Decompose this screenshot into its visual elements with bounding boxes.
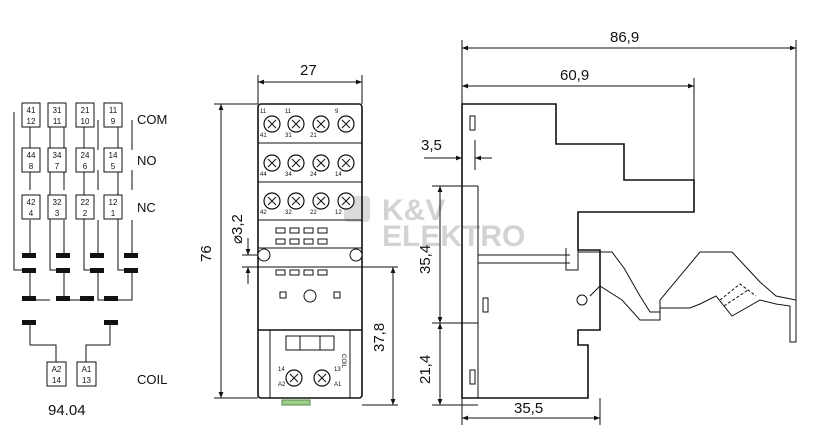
dim-mid-60-9: 60,9: [560, 67, 589, 84]
dim-width-27: 27: [300, 62, 317, 79]
schematic-contacts: [22, 253, 138, 325]
svg-text:31: 31: [285, 133, 292, 139]
no-t1-a: 44: [27, 151, 36, 160]
svg-text:12: 12: [335, 210, 342, 216]
com-t1-b: 12: [27, 117, 36, 126]
com-t2-b: 11: [53, 117, 62, 126]
coil-terminals: A2 14 A1 13: [46, 361, 97, 387]
dim-height-35-4: 35,4: [417, 245, 434, 274]
label-nc: NC: [137, 200, 156, 215]
front-coil-label: COIL: [340, 354, 346, 369]
svg-text:22: 22: [310, 210, 317, 216]
nc-t2-a: 32: [53, 198, 62, 207]
svg-text:11: 11: [285, 109, 292, 115]
watermark-line1: K&V: [382, 194, 445, 227]
nc-t1-b: 4: [29, 209, 34, 218]
svg-text:41: 41: [260, 133, 267, 139]
nc-t2-b: 3: [55, 209, 60, 218]
svg-text:9: 9: [335, 109, 339, 115]
front-view: [214, 75, 398, 406]
coil-t2-b: 13: [82, 376, 91, 385]
nc-t1-a: 42: [27, 198, 36, 207]
dim-total-86-9: 86,9: [610, 29, 639, 46]
coil-t1-a: A2: [52, 365, 62, 374]
dim-lower-37-8: 37,8: [371, 323, 388, 352]
no-t3-a: 24: [81, 151, 90, 160]
svg-text:11: 11: [260, 109, 267, 115]
no-t1-b: 8: [29, 162, 34, 171]
no-t4-a: 14: [109, 151, 118, 160]
svg-text:42: 42: [260, 210, 267, 216]
model-number: 94.04: [48, 402, 86, 419]
dim-hole-3-2: ⌀3,2: [229, 214, 246, 244]
front-terminal-labels: 11 41 11 31 21 9 44 34 24 14 42 32 22 12…: [260, 109, 346, 388]
watermark: K&V ELEKTRO: [344, 194, 525, 253]
nc-t3-a: 22: [81, 198, 90, 207]
nc-t3-b: 2: [83, 209, 88, 218]
svg-text:14: 14: [278, 367, 285, 373]
dim-height-21-4: 21,4: [417, 355, 434, 384]
nc-t4-a: 12: [109, 198, 118, 207]
label-coil: COIL: [137, 372, 167, 387]
svg-text:24: 24: [310, 172, 317, 178]
no-t4-b: 5: [111, 162, 116, 171]
label-com: COM: [137, 112, 167, 127]
svg-text:44: 44: [260, 172, 267, 178]
com-t1-a: 41: [27, 106, 36, 115]
com-t2-a: 31: [53, 106, 62, 115]
dim-height-76: 76: [198, 245, 215, 262]
svg-text:13: 13: [334, 367, 341, 373]
no-t3-b: 6: [83, 162, 88, 171]
front-terminals: [263, 115, 355, 387]
dim-small-3-5: 3,5: [421, 137, 442, 154]
svg-text:A1: A1: [334, 382, 342, 388]
com-terminals: 41 12 31 11 21 10 11 9: [21, 102, 123, 128]
com-t3-b: 10: [81, 117, 90, 126]
coil-t2-a: A1: [82, 365, 92, 374]
svg-text:14: 14: [335, 172, 342, 178]
svg-text:A2: A2: [278, 382, 286, 388]
dim-base-35-5: 35,5: [514, 400, 543, 417]
label-no: NO: [137, 153, 157, 168]
com-t3-a: 21: [81, 106, 90, 115]
coil-t1-b: 14: [52, 376, 61, 385]
nc-terminals: 42 4 32 3 22 2 12 1: [21, 194, 123, 220]
no-terminals: 44 8 34 7 24 6 14 5: [21, 147, 123, 173]
no-t2-b: 7: [55, 162, 60, 171]
com-t4-a: 11: [109, 106, 118, 115]
nc-t4-b: 1: [111, 209, 116, 218]
svg-text:34: 34: [285, 172, 292, 178]
svg-text:32: 32: [285, 210, 292, 216]
com-t4-b: 9: [111, 117, 116, 126]
side-view: [424, 40, 797, 425]
no-t2-a: 34: [53, 151, 62, 160]
svg-text:21: 21: [310, 133, 317, 139]
front-terminal-crosses: [267, 119, 351, 383]
watermark-line2: ELEKTRO: [382, 220, 525, 253]
